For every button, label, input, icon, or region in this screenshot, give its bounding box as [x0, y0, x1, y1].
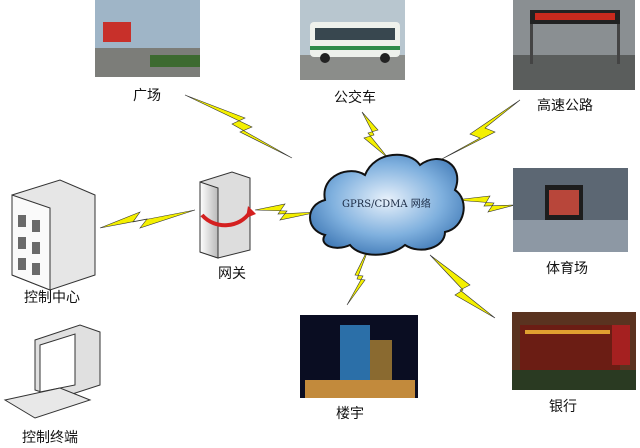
label-gateway: 网关: [218, 266, 246, 282]
label-bank: 银行: [549, 399, 577, 415]
label-bus: 公交车: [334, 90, 376, 106]
network-cloud: [309, 153, 465, 256]
bolt-highway: [439, 99, 521, 161]
building-image: [300, 315, 418, 398]
bolt-plaza: [184, 94, 293, 159]
bolt-gateway: [254, 203, 319, 221]
label-control-terminal: 控制终端: [22, 430, 78, 446]
bolt-bus: [361, 111, 389, 159]
bolt-bank: [429, 254, 496, 319]
plaza-image: [95, 0, 200, 77]
label-building: 楼宇: [336, 406, 364, 422]
control-center-icon: [11, 179, 96, 291]
label-stadium: 体育场: [546, 261, 588, 277]
label-network: GPRS/CDMA 网络: [342, 199, 431, 210]
label-plaza: 广场: [133, 88, 161, 104]
gateway-server-icon: [199, 171, 256, 259]
bolt-building: [346, 244, 371, 306]
stadium-image: [513, 168, 628, 252]
label-highway: 高速公路: [537, 98, 593, 114]
bank-image: [512, 312, 636, 390]
highway-image: [513, 0, 635, 90]
label-control-center: 控制中心: [24, 290, 80, 306]
bus-image: [300, 0, 405, 80]
wireless-links: [99, 94, 521, 319]
control-terminal-icon: [3, 324, 101, 419]
bolt-center: [99, 209, 196, 229]
